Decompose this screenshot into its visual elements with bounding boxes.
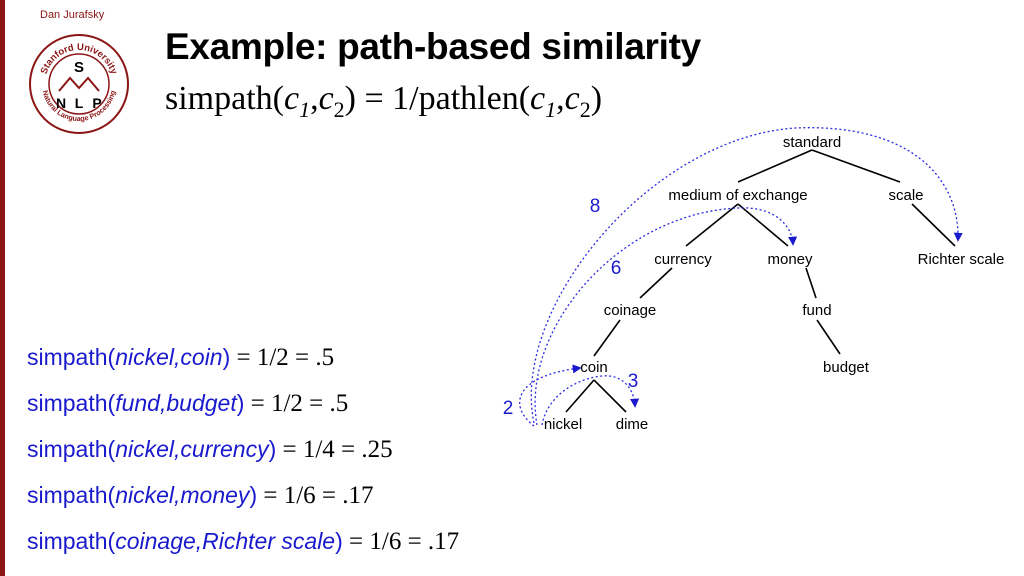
example-line: simpath(nickel,money) = 1/6 = .17 [27,476,459,522]
node-currency: currency [654,251,712,268]
logo-letter-s: S [74,59,84,76]
edge-medium-currency [685,203,739,247]
simpath-formula: simpath(c1,c2) = 1/pathlen(c1,c2) [165,80,602,123]
example-value: = 1/2 = .5 [230,344,335,371]
example-fn: simpath( [27,390,116,416]
edge-coin-dime [593,379,627,413]
example-value: = 1/6 = .17 [342,528,460,555]
node-richter-scale: Richter scale [918,251,1005,268]
formula-rhs: ) = 1/pathlen( [344,80,531,117]
example-args: nickel,currency [115,436,269,462]
example-value: = 1/2 = .5 [244,390,349,417]
node-money: money [767,251,813,268]
path-arc-nickel-richter [530,127,963,424]
node-coin: coin [580,359,608,376]
formula-sub1-rhs: 1 [545,96,557,122]
example-value: = 1/4 = .25 [276,436,393,463]
example-close: ) [268,436,277,462]
example-args: nickel,coin [115,344,223,370]
example-args: nickel,money [115,482,250,508]
node-nickel: nickel [544,416,582,433]
path-length-8: 8 [590,196,601,217]
example-line: simpath(fund,budget) = 1/2 = .5 [27,384,459,430]
edge-currency-coinage [639,267,673,299]
path-length-2: 2 [503,398,514,419]
example-close: ) [249,482,258,508]
formula-end: ) [590,80,603,117]
formula-c2: c [318,80,334,117]
logo-letter-p: P [92,95,101,111]
edge-medium-money [737,203,789,247]
path-length-3: 3 [628,371,639,392]
path-arc-nickel-dime [541,375,640,426]
edge-coinage-coin [593,319,621,357]
stanford-nlp-logo: Stanford University Natural Language Pro… [29,34,129,134]
path-arc-nickel-coin [519,364,582,427]
logo-letter-l: L [75,95,84,111]
example-fn: simpath( [27,436,116,462]
formula-sub2: 2 [333,96,345,122]
example-close: ) [335,528,343,554]
formula-comma: , [310,80,319,117]
examples-list: simpath(nickel,coin) = 1/2 = .5 simpath(… [27,338,459,568]
hypernym-tree-diagram: standard medium of exchange scale curren… [503,127,1005,433]
example-value: = 1/6 = .17 [257,482,374,509]
formula-c2-rhs: c [564,80,580,117]
example-args: coinage,Richter scale [115,528,336,554]
edge-standard-scale [811,149,901,183]
example-close: ) [222,344,231,370]
formula-c1: c [283,80,300,117]
logo-letter-n: N [56,95,66,111]
path-arc-nickel-money [534,207,798,426]
slide-title: Example: path-based similarity [165,26,701,67]
path-length-6: 6 [611,258,622,279]
example-args: fund,budget [115,390,237,416]
author-name: Dan Jurafsky [40,9,105,21]
example-close: ) [236,390,245,416]
edge-money-fund [805,267,817,299]
node-standard: standard [783,134,841,151]
node-scale: scale [888,187,923,204]
edge-coin-nickel [565,379,595,413]
node-medium-of-exchange: medium of exchange [668,187,807,204]
edge-standard-medium [737,149,813,183]
edge-fund-budget [816,319,841,355]
formula-comma-rhs: , [556,80,565,117]
example-fn: simpath( [27,344,116,370]
formula-lhs: simpath( [165,80,284,117]
example-line: simpath(coinage,Richter scale) = 1/6 = .… [27,522,459,568]
example-line: simpath(nickel,currency) = 1/4 = .25 [27,430,459,476]
edge-scale-richter [911,203,956,247]
example-fn: simpath( [27,528,116,554]
example-line: simpath(nickel,coin) = 1/2 = .5 [27,338,459,384]
node-fund: fund [802,302,831,319]
node-budget: budget [823,359,870,376]
node-coinage: coinage [604,302,657,319]
left-accent-bar [0,0,5,576]
formula-sub2-rhs: 2 [579,96,591,122]
formula-sub1: 1 [299,96,311,122]
formula-c1-rhs: c [530,80,546,117]
node-dime: dime [616,416,649,433]
example-fn: simpath( [27,482,116,508]
